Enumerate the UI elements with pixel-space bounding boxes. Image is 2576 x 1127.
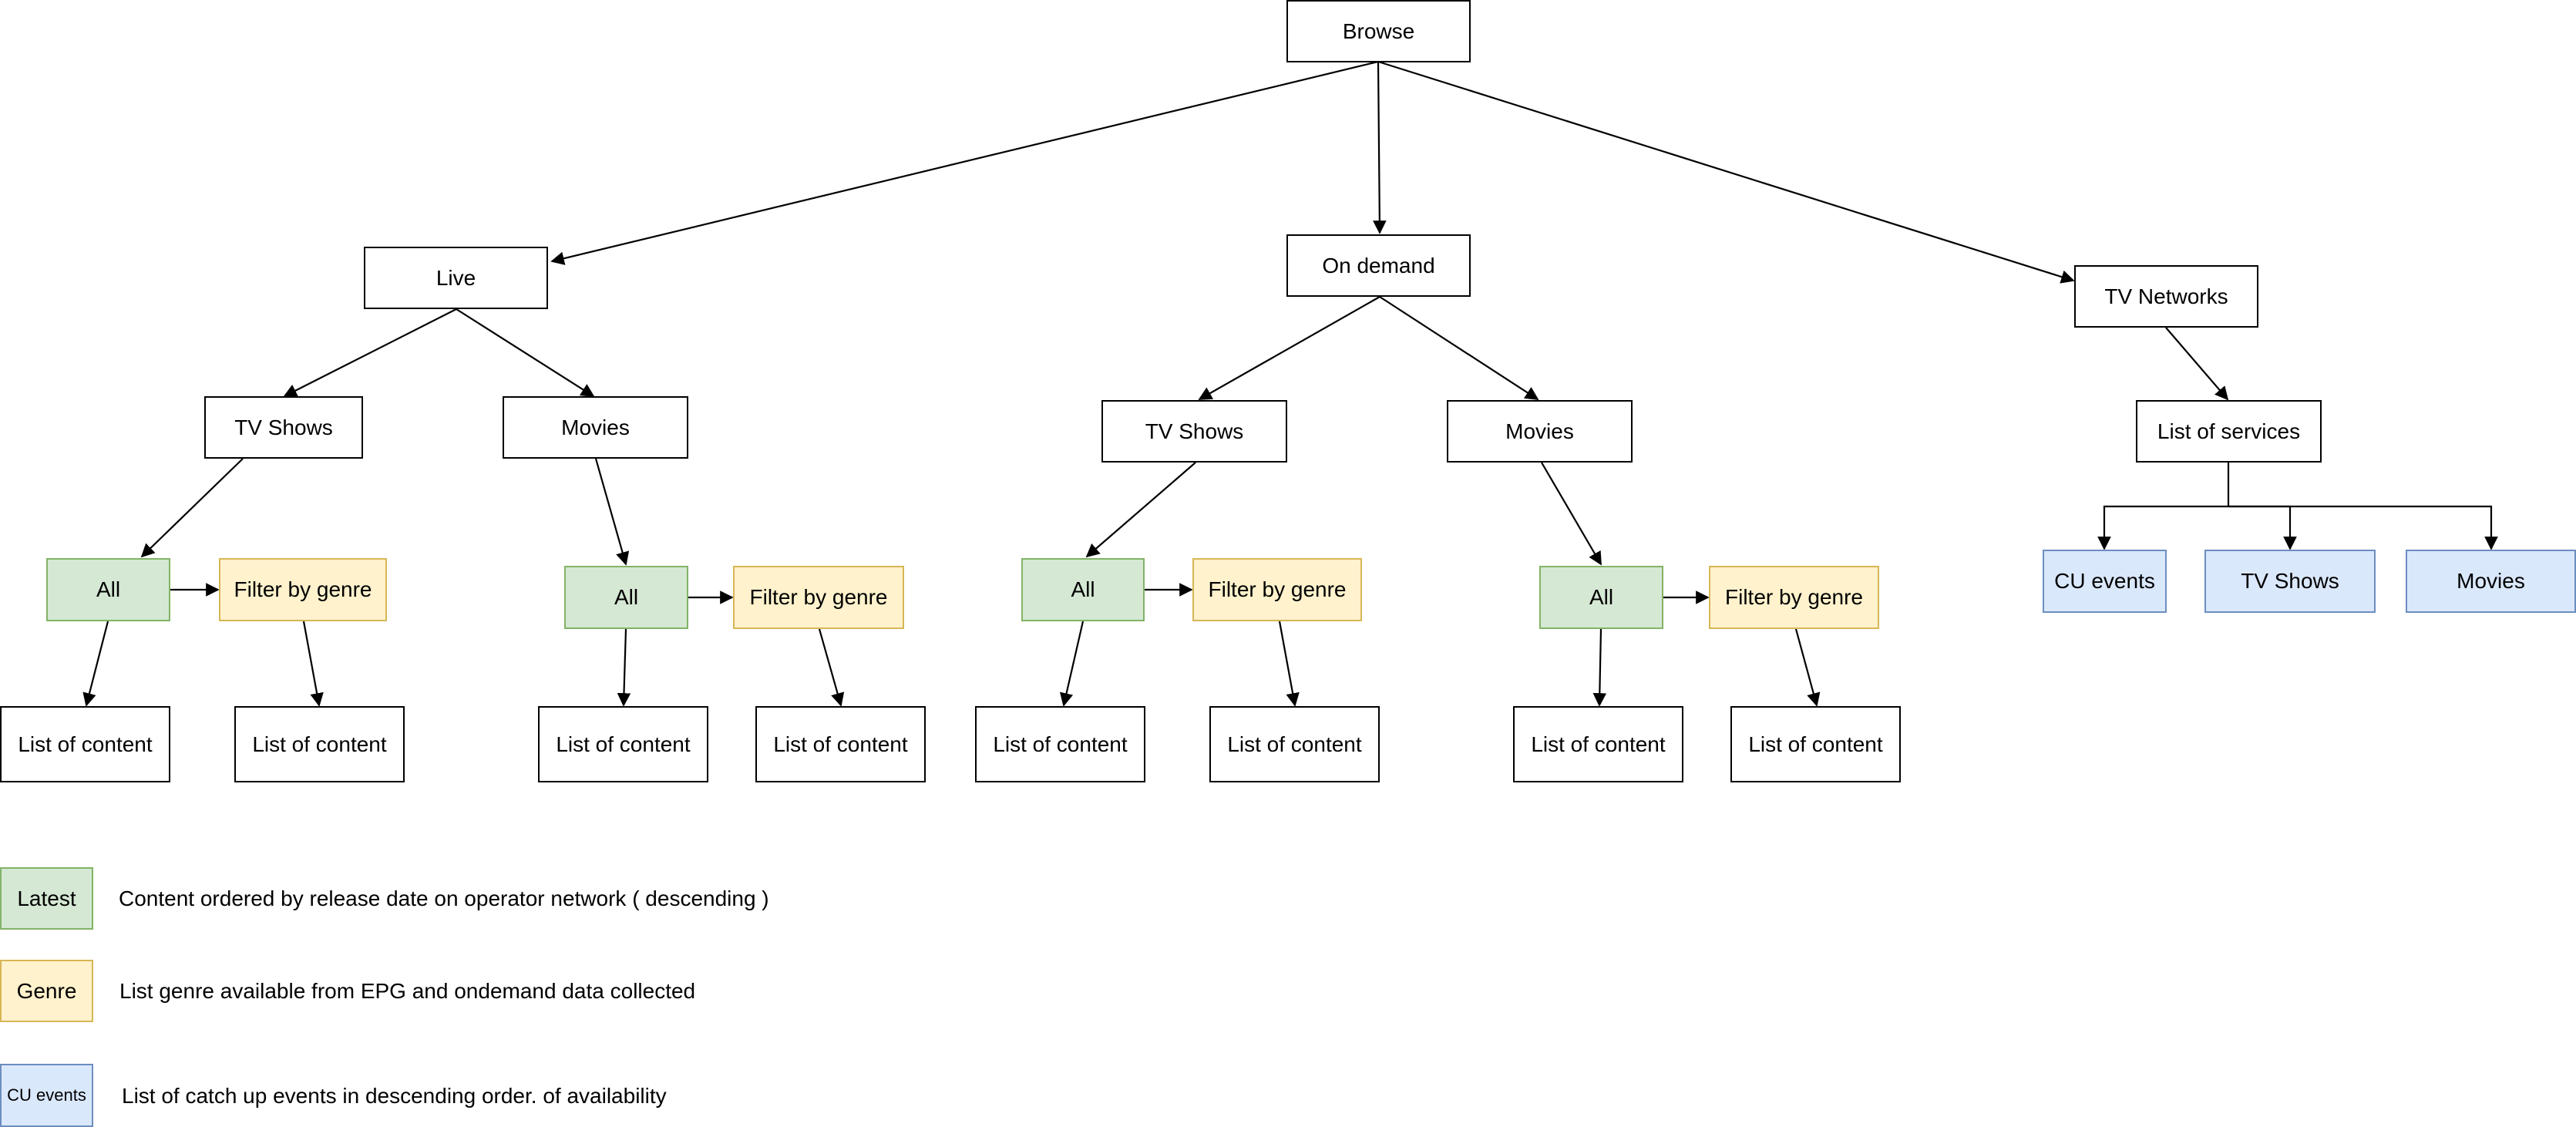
edge-od-movies xyxy=(1379,296,1539,400)
legend-text-cu-events: List of catch up events in descending or… xyxy=(122,1084,667,1108)
node-list-content-8: List of content xyxy=(1730,706,1901,782)
node-browse: Browse xyxy=(1286,0,1471,62)
node-list-content-1: List of content xyxy=(0,706,170,782)
legend-text-latest: Content ordered by release date on opera… xyxy=(119,886,769,910)
node-live-tv-shows: TV Shows xyxy=(204,396,363,459)
edge-tvnetworks-services xyxy=(2165,327,2229,401)
node-svc-tv-shows: TV Shows xyxy=(2204,550,2376,613)
node-on-demand: On demand xyxy=(1286,234,1471,297)
node-od-movies-all: All xyxy=(1539,566,1663,629)
legend-swatch-genre: Genre xyxy=(0,960,93,1022)
edge-live-all-list-b xyxy=(617,628,631,707)
node-live-movies-all: All xyxy=(564,566,688,629)
edge-browse-ondemand xyxy=(1373,61,1387,234)
edge-od-tvshows xyxy=(1198,296,1380,400)
edge-services-movies xyxy=(2228,505,2498,550)
edge-live-all-list-a xyxy=(82,621,109,707)
edge-od-filter-list-b xyxy=(1794,628,1821,707)
edge-od-movies-all xyxy=(1541,462,1602,566)
legend-text-genre: List genre available from EPG and ondema… xyxy=(119,979,696,1003)
node-od-movies-filter: Filter by genre xyxy=(1709,566,1879,629)
edge-live-tvshows-all xyxy=(140,458,244,558)
node-list-of-services: List of services xyxy=(2136,400,2322,463)
node-live-movies-filter: Filter by genre xyxy=(733,566,904,629)
node-cu-events: CU events xyxy=(2043,550,2167,613)
edge-od-all-list-b xyxy=(1592,628,1607,707)
node-od-tv-filter: Filter by genre xyxy=(1192,558,1362,621)
edge-live-movies xyxy=(456,308,595,397)
legend-swatch-cu-events: CU events xyxy=(0,1064,93,1127)
node-list-content-7: List of content xyxy=(1513,706,1683,782)
node-od-tv-shows: TV Shows xyxy=(1101,400,1287,463)
node-live-tv-all: All xyxy=(46,558,170,621)
edge-live-tvshows xyxy=(283,308,457,397)
node-od-tv-all: All xyxy=(1021,558,1145,621)
edge-live-movies-all xyxy=(594,458,630,566)
node-list-content-4: List of content xyxy=(755,706,926,782)
edge-live-filter-list-b xyxy=(818,628,845,707)
edge-browse-tvnetworks xyxy=(1377,60,2075,284)
edge-live-filter-list-a xyxy=(302,621,324,707)
node-svc-movies: Movies xyxy=(2406,550,2576,613)
edge-od-all-list-a xyxy=(1059,621,1085,707)
node-live-tv-filter: Filter by genre xyxy=(219,558,387,621)
edge-od-tvshows-all xyxy=(1085,462,1196,558)
node-live-movies: Movies xyxy=(503,396,688,459)
node-od-movies: Movies xyxy=(1447,400,1633,463)
edge-od-filter-list-a xyxy=(1278,621,1300,707)
edge-services-tvshows xyxy=(2228,505,2297,550)
edge-services-cuevents xyxy=(2097,505,2228,550)
edge-browse-live xyxy=(550,60,1379,265)
node-live: Live xyxy=(364,247,548,309)
node-list-content-6: List of content xyxy=(1209,706,1380,782)
legend-swatch-latest: Latest xyxy=(0,867,93,930)
node-list-content-5: List of content xyxy=(975,706,1145,782)
node-list-content-3: List of content xyxy=(538,706,708,782)
node-tv-networks: TV Networks xyxy=(2074,265,2258,328)
node-list-content-2: List of content xyxy=(234,706,405,782)
